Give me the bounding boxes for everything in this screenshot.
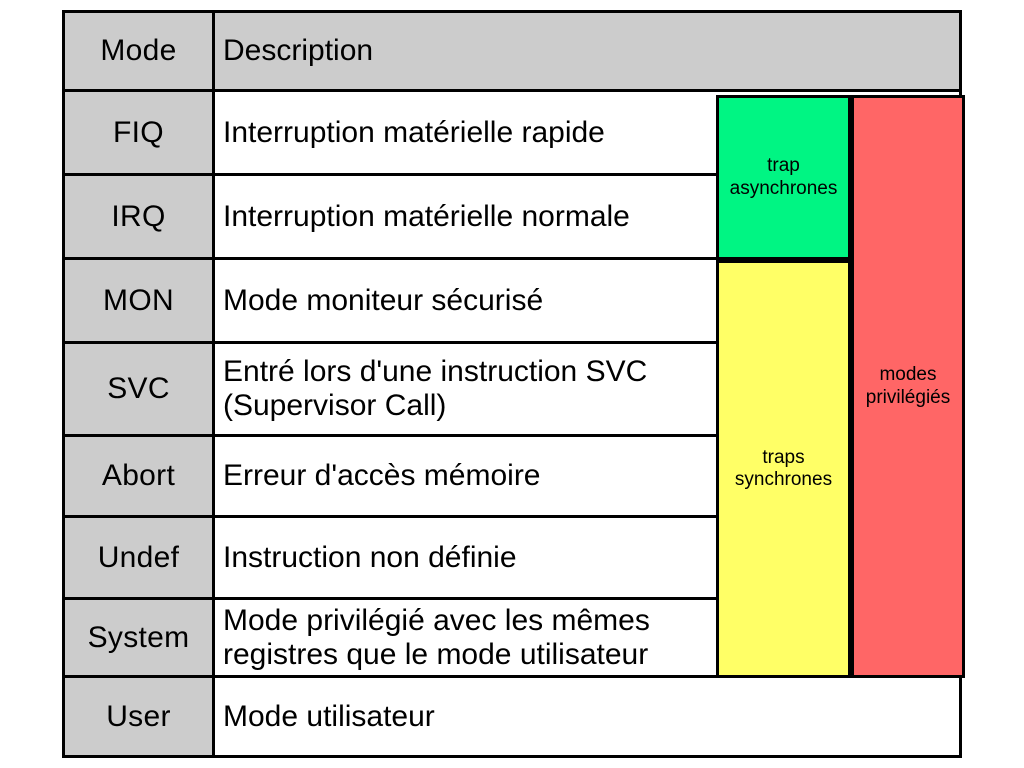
header-cell-description: Description xyxy=(215,13,959,89)
description-line: Mode utilisateur xyxy=(223,699,435,733)
group-label-line: traps xyxy=(762,446,805,468)
group-label-line: privilégiés xyxy=(865,386,951,408)
mode-cell-abort: Abort xyxy=(65,437,215,515)
mode-label-undef: Undef xyxy=(97,540,180,574)
mode-label-fiq: FIQ xyxy=(113,115,164,149)
mode-cell-fiq: FIQ xyxy=(65,92,215,173)
mode-cell-system: System xyxy=(65,600,215,675)
description-line: Instruction non définie xyxy=(223,540,517,574)
description-line: registres que le mode utilisateur xyxy=(223,637,649,671)
header-label-mode: Mode xyxy=(100,34,177,68)
description-line: Interruption matérielle rapide xyxy=(223,115,605,149)
group-column-traps-synchrones: traps synchrones xyxy=(716,260,851,678)
group-label-line: modes xyxy=(879,364,937,386)
description-line: Entré lors d'une instruction SVC xyxy=(223,355,648,389)
mode-label-mon: MON xyxy=(103,283,174,317)
mode-label-irq: IRQ xyxy=(111,199,166,233)
group-column-modes-privilegies: modes privilégiés xyxy=(851,95,965,678)
arm-processor-modes-table: Mode Description FIQ Interruption matéri… xyxy=(62,10,965,758)
mode-label-abort: Abort xyxy=(101,459,176,493)
mode-label-system: System xyxy=(87,620,190,654)
description-line: Mode moniteur sécurisé xyxy=(223,283,544,317)
group-label-line: asynchrones xyxy=(729,177,838,199)
group-label-line: trap xyxy=(767,155,800,177)
header-label-description: Description xyxy=(223,34,374,68)
description-cell-user: Mode utilisateur xyxy=(215,678,959,755)
group-column-trap-asynchrones: trap asynchrones xyxy=(716,95,851,260)
mode-label-svc: SVC xyxy=(107,372,170,406)
mode-cell-mon: MON xyxy=(65,260,215,341)
description-line: Mode privilégié avec les mêmes xyxy=(223,603,650,637)
description-line: (Supervisor Call) xyxy=(223,389,447,422)
group-label-line: synchrones xyxy=(734,469,833,490)
mode-cell-user: User xyxy=(65,678,215,755)
mode-cell-undef: Undef xyxy=(65,518,215,597)
table-header-row: Mode Description xyxy=(65,13,959,92)
mode-cell-irq: IRQ xyxy=(65,176,215,257)
mode-cell-svc: SVC xyxy=(65,344,215,434)
description-line: Interruption matérielle normale xyxy=(223,199,630,233)
description-line: Erreur d'accès mémoire xyxy=(223,459,541,493)
table-row-user: User Mode utilisateur xyxy=(65,678,959,755)
mode-label-user: User xyxy=(106,699,171,733)
header-cell-mode: Mode xyxy=(65,13,215,89)
